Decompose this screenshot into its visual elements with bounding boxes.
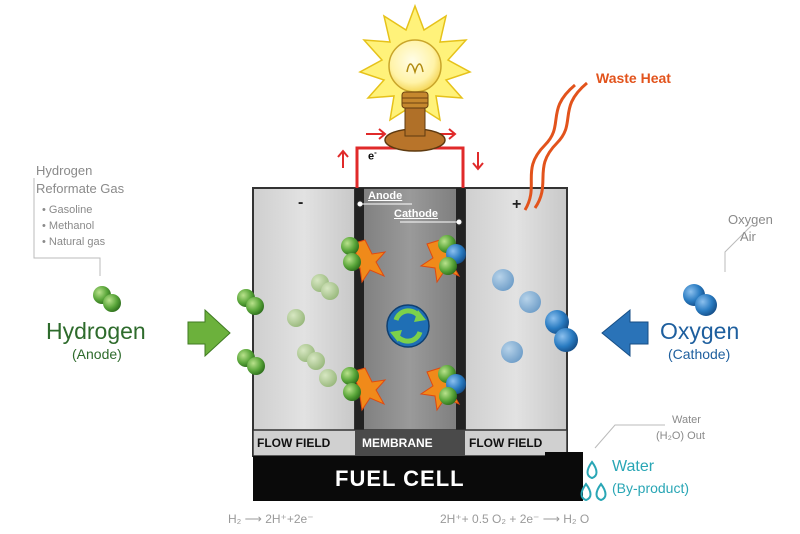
electron-label: e- <box>368 148 377 163</box>
oxygen-callout-line <box>724 224 753 272</box>
oxygen-molecule-icon <box>683 284 717 316</box>
water-callout-line <box>594 424 665 449</box>
fuel-cell-label: FUEL CELL <box>335 466 465 491</box>
water-out-line2: (H₂O) Out <box>656 430 705 442</box>
positive-terminal-sign: + <box>512 196 522 213</box>
water-sub-label: (By-product) <box>612 480 690 496</box>
cathode-equation: 2H⁺+ 0.5 O₂ + 2e⁻ ⟶ H₂ O <box>440 512 590 526</box>
oxygen-source-line2: Air <box>740 229 756 244</box>
current-arrows <box>337 128 484 171</box>
source-title-line2: Reformate Gas <box>36 181 125 196</box>
water-out-line1: Water <box>672 414 701 426</box>
hydrogen-molecules-left <box>237 274 339 387</box>
hydrogen-arrow-icon <box>187 308 231 358</box>
source-callout-line <box>33 178 101 276</box>
oxygen-arrow-icon <box>601 308 649 358</box>
waste-heat-label: Waste Heat <box>596 70 671 86</box>
light-bulb-icon <box>358 3 472 152</box>
water-drop-icon <box>580 460 607 502</box>
membrane-label-band <box>355 430 465 456</box>
source-item-gasoline: • Gasoline <box>42 204 93 216</box>
water-label: Water <box>612 458 655 475</box>
right-flow-field-label: FLOW FIELD <box>469 436 543 450</box>
source-title-line1: Hydrogen <box>36 163 93 178</box>
source-item-methanol: • Methanol <box>42 220 95 232</box>
oxygen-source-line1: Oxygen <box>728 212 773 227</box>
oxygen-sub-label: (Cathode) <box>668 346 731 362</box>
membrane-molecules <box>341 235 466 405</box>
hydrogen-molecule-icon <box>93 286 121 312</box>
base-step <box>545 452 583 460</box>
recycle-icon <box>386 304 430 348</box>
source-item-natural-gas: • Natural gas <box>42 236 106 248</box>
fuel-cell-base <box>253 456 583 501</box>
anode-layer-label: Anode <box>368 190 403 202</box>
hydrogen-sub-label: (Anode) <box>72 346 122 362</box>
left-flow-field-label: FLOW FIELD <box>257 436 331 450</box>
waste-heat-icon <box>523 81 588 211</box>
oxygen-molecules-right <box>492 269 578 363</box>
cathode-layer <box>456 188 465 456</box>
cathode-layer-label: Cathode <box>394 208 438 220</box>
hydrogen-label: Hydrogen <box>46 318 146 344</box>
membrane-label: MEMBRANE <box>362 436 433 450</box>
oxygen-label: Oxygen <box>660 318 740 344</box>
anode-layer <box>355 188 364 456</box>
negative-terminal-sign: - <box>298 194 304 211</box>
anode-equation: H₂ ⟶ 2H⁺+2e⁻ <box>228 512 314 526</box>
